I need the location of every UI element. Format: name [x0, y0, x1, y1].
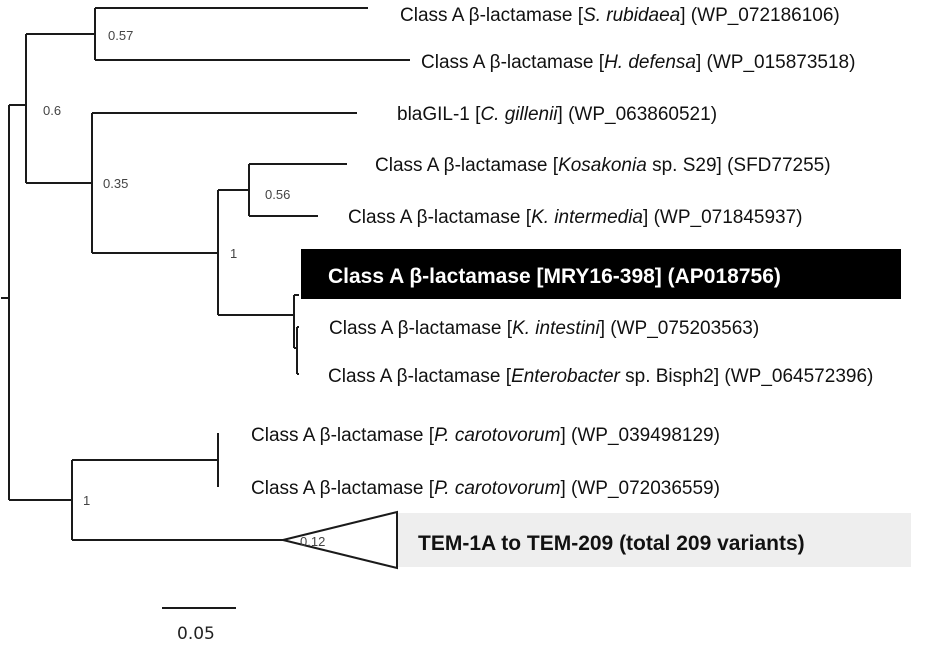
taxon-text: ] (WP_075203563): [600, 318, 760, 339]
taxon-name-italic: K. intermedia: [531, 207, 643, 228]
taxon-label: Class A β-lactamase [P. carotovorum] (WP…: [251, 478, 720, 499]
taxon-text: Class A β-lactamase [: [328, 366, 512, 387]
highlight-box-mry16-398: [301, 249, 901, 299]
taxon-text: ] (WP_072036559): [560, 478, 720, 499]
taxon-label: blaGIL-1 [C. gillenii] (WP_063860521): [397, 104, 717, 125]
taxon-label: Class A β-lactamase [K. intermedia] (WP_…: [348, 207, 803, 228]
support-value: 0.35: [103, 176, 128, 191]
taxon-label: Class A β-lactamase [K. intestini] (WP_0…: [329, 318, 759, 339]
taxon-name-italic: S. rubidaea: [583, 5, 680, 26]
taxon-name-italic: H. defensa: [604, 52, 696, 73]
collapsed-clade-label: TEM-1A to TEM-209 (total 209 variants): [418, 532, 805, 555]
taxon-text: ] (WP_039498129): [560, 425, 720, 446]
taxon-text: ] (WP_072186106): [680, 5, 840, 26]
taxon-text: ] (WP_015873518): [696, 52, 856, 73]
support-value: 0.6: [43, 103, 61, 118]
taxon-text: ] (WP_063860521): [558, 104, 718, 125]
taxon-name-italic: Enterobacter: [511, 366, 620, 387]
taxon-name-italic: P. carotovorum: [434, 425, 560, 446]
taxon-text: ] (WP_071845937): [643, 207, 803, 228]
support-value: 1: [83, 493, 90, 508]
support-value: 0.12: [300, 534, 325, 549]
taxon-label-highlighted: Class A β-lactamase [MRY16-398] (AP01875…: [328, 265, 781, 288]
taxon-label: Class A β-lactamase [Kosakonia sp. S29] …: [375, 155, 831, 176]
taxon-name-italic: C. gillenii: [480, 104, 558, 125]
taxon-text: Class A β-lactamase [: [375, 155, 559, 176]
taxon-name-italic: K. intestini: [512, 318, 600, 339]
taxon-label: Class A β-lactamase [P. carotovorum] (WP…: [251, 425, 720, 446]
taxon-text: sp. S29] (SFD77255): [647, 155, 831, 176]
taxon-text: Class A β-lactamase [: [329, 318, 513, 339]
support-value: 1: [230, 246, 237, 261]
support-value: 0.56: [265, 187, 290, 202]
taxon-name-italic: Kosakonia: [558, 155, 647, 176]
highlight-box-tem: [398, 513, 911, 567]
taxon-text: TEM-1A to TEM-209 (total 209 variants): [418, 532, 805, 555]
taxon-text: sp. Bisph2] (WP_064572396): [620, 366, 874, 387]
taxon-text: Class A β-lactamase [: [400, 5, 584, 26]
collapsed-clade-triangle: [282, 510, 398, 570]
taxon-label: Class A β-lactamase [S. rubidaea] (WP_07…: [400, 5, 840, 26]
tree-branches: [1, 7, 410, 541]
taxon-text: blaGIL-1 [: [397, 104, 481, 125]
taxon-text: Class A β-lactamase [MRY16-398] (AP01875…: [328, 265, 781, 288]
taxon-label: Class A β-lactamase [H. defensa] (WP_015…: [421, 52, 855, 73]
taxon-text: Class A β-lactamase [: [251, 425, 435, 446]
taxon-name-italic: P. carotovorum: [434, 478, 560, 499]
scale-bar-label: 0.05: [177, 624, 215, 644]
support-value: 0.57: [108, 28, 133, 43]
taxon-text: Class A β-lactamase [: [348, 207, 532, 228]
taxon-text: Class A β-lactamase [: [251, 478, 435, 499]
taxon-text: Class A β-lactamase [: [421, 52, 605, 73]
taxon-label: Class A β-lactamase [Enterobacter sp. Bi…: [328, 366, 873, 387]
